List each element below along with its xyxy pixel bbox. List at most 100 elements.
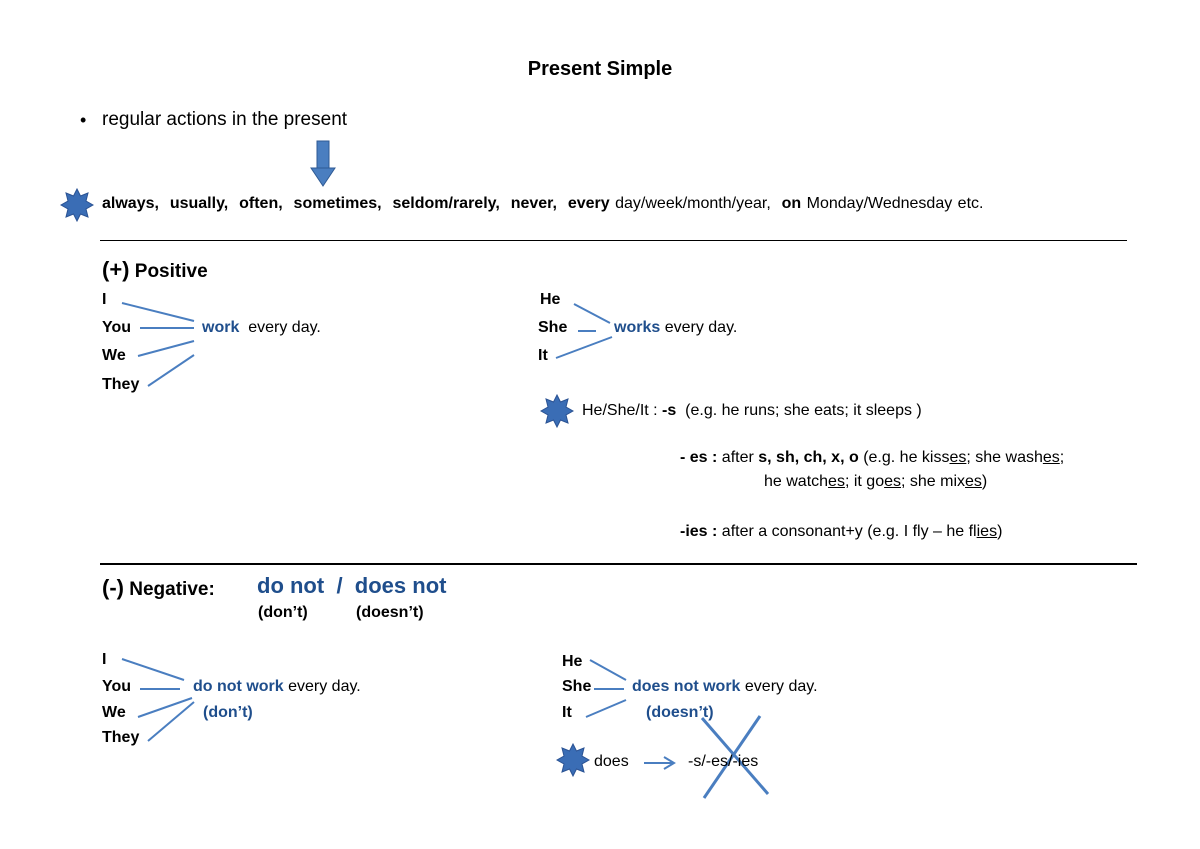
- rule-example: (e.g. he kiss: [863, 449, 950, 466]
- sentence-rest: every day.: [248, 319, 321, 336]
- negative-label: Negative:: [129, 579, 215, 600]
- subject: They: [102, 729, 140, 746]
- rule-example: ; it go: [844, 473, 885, 490]
- short-form: (doesn’t): [356, 604, 424, 621]
- sentence-rest: every day.: [288, 678, 361, 695]
- adverb-list: always, usually, often, sometimes, seldo…: [102, 195, 983, 213]
- negative-sentence-left: do not work every day.: [193, 678, 361, 696]
- negative-form: do not: [257, 573, 325, 598]
- rule-ending: -s: [662, 402, 677, 419]
- rule-example: ): [981, 473, 988, 490]
- subject: She: [562, 678, 592, 695]
- rule-example: after a consonant+y (e.g. I fly – he fl: [721, 523, 977, 540]
- connector-line: [589, 659, 627, 681]
- subject: You: [102, 678, 132, 695]
- down-arrow-icon: [310, 140, 336, 187]
- rule-ending-underlined: es: [1042, 449, 1060, 466]
- star-icon: [60, 188, 94, 222]
- adverb: usually,: [169, 195, 229, 212]
- adverb: never,: [510, 195, 557, 212]
- bullet-icon: •: [80, 110, 87, 130]
- verb: works: [614, 319, 661, 336]
- positive-sentence-right: works every day.: [614, 319, 737, 337]
- connector-line: [573, 303, 611, 324]
- negative-form: does not: [354, 573, 447, 598]
- rule-example: ; she mix: [901, 473, 966, 490]
- divider: [100, 563, 1137, 565]
- sentence-rest: every day.: [664, 319, 738, 336]
- adverb-rest: Monday/Wednesday etc.: [806, 195, 984, 212]
- star-icon: [540, 394, 574, 428]
- subject: We: [102, 704, 126, 721]
- short-form: (don’t): [258, 604, 308, 621]
- subject: I: [102, 291, 107, 308]
- subject: I: [102, 651, 107, 668]
- separator: /: [336, 573, 343, 598]
- sentence-rest: every day.: [744, 678, 818, 695]
- connector-line: [137, 340, 195, 357]
- subject: They: [102, 376, 140, 393]
- rule-ending-underlined: es: [828, 473, 845, 490]
- adverb: sometimes,: [293, 195, 382, 212]
- connector-line: [121, 658, 185, 681]
- connector-line: [137, 697, 193, 718]
- rule-ending-underlined: ies: [976, 523, 998, 540]
- subject: He: [562, 653, 583, 670]
- es-rule-line2: he watches; it goes; she mixes): [764, 473, 987, 491]
- bullet-text: regular actions in the present: [102, 109, 348, 130]
- rule-prefix: He/She/It :: [582, 402, 663, 419]
- verb: work: [202, 319, 240, 336]
- short-form: (doesn’t): [646, 704, 714, 721]
- rule-ending-underlined: es: [884, 473, 901, 490]
- star-icon: [556, 743, 590, 777]
- negative-forms: do not / does not: [257, 573, 446, 598]
- rule-ending-underlined: es: [949, 449, 967, 466]
- rule-ending: -ies :: [680, 523, 718, 540]
- adverb: seldom/rarely,: [392, 195, 500, 212]
- subject: You: [102, 319, 132, 336]
- right-arrow-icon: [644, 756, 676, 770]
- negative-symbol: (-): [102, 575, 124, 600]
- rule-ending: - es :: [680, 449, 718, 466]
- subject: She: [538, 319, 568, 336]
- rule-example: he watch: [764, 473, 829, 490]
- rule-letters: s, sh, ch, x, o: [758, 449, 859, 466]
- ies-rule: -ies : after a consonant+y (e.g. I fly –…: [680, 523, 1002, 541]
- verb: does not work: [632, 678, 741, 695]
- adverb: on: [781, 195, 802, 212]
- positive-symbol: (+): [102, 257, 130, 282]
- connector-line: [585, 699, 627, 718]
- endings-crossed: -s/-es/-ies: [688, 753, 759, 770]
- positive-heading: (+) Positive: [102, 257, 208, 283]
- positive-sentence-left: work every day.: [202, 319, 321, 337]
- positive-label: Positive: [134, 261, 208, 282]
- negative-sentence-right: does not work every day.: [632, 678, 818, 696]
- negative-heading: (-) Negative:: [102, 575, 215, 601]
- rule-ending-underlined: es: [965, 473, 982, 490]
- rule-example: ; she wash: [966, 449, 1043, 466]
- adverb: always,: [102, 195, 159, 212]
- connector-line: [147, 701, 195, 742]
- short-form: (don’t): [203, 704, 253, 721]
- subject: He: [540, 291, 561, 308]
- s-rule: He/She/It : -s (e.g. he runs; she eats; …: [582, 402, 922, 420]
- rule-after: after: [721, 449, 754, 466]
- connector-line: [121, 302, 195, 322]
- subject: It: [562, 704, 572, 721]
- page-title: Present Simple: [527, 58, 673, 80]
- cross-out-icon: [700, 715, 770, 799]
- subject: It: [538, 347, 548, 364]
- adverb: often,: [239, 195, 283, 212]
- divider: [100, 240, 1127, 241]
- subject: We: [102, 347, 126, 364]
- verb: do not work: [193, 678, 284, 695]
- adverb-rest: day/week/month/year,: [615, 195, 771, 212]
- rule-example: ;: [1059, 449, 1065, 466]
- es-rule: - es : after s, sh, ch, x, o (e.g. he ki…: [680, 449, 1064, 467]
- rule-example: ): [997, 523, 1003, 540]
- connector-line: [555, 336, 613, 359]
- adverb: every: [567, 195, 610, 212]
- connector-line: [147, 354, 195, 387]
